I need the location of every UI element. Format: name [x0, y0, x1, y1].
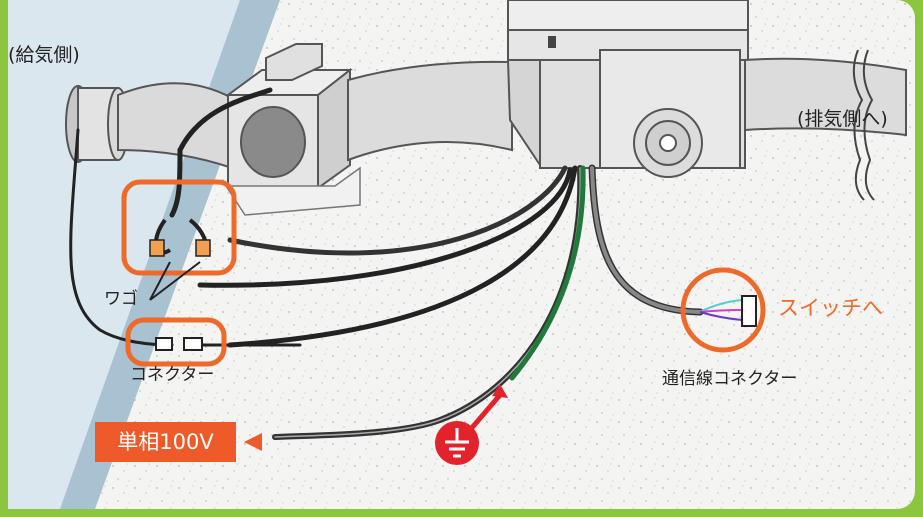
ground-symbol-icon [435, 421, 479, 465]
main-unit [508, 0, 748, 177]
supply-side-label: (給気側) [8, 46, 80, 65]
power-label: 単相100V [95, 422, 236, 462]
exhaust-side-label: (排気側へ) [797, 110, 888, 129]
to-switch-label: スイッチへ [778, 298, 883, 319]
wago-right-icon [196, 240, 210, 256]
comm-connector-label: 通信線コネクター [662, 371, 797, 388]
wago-left-icon [150, 240, 164, 256]
wago-label: ワゴ [104, 291, 138, 308]
connector-label: コネクター [130, 367, 214, 384]
screw-icon [548, 36, 556, 48]
